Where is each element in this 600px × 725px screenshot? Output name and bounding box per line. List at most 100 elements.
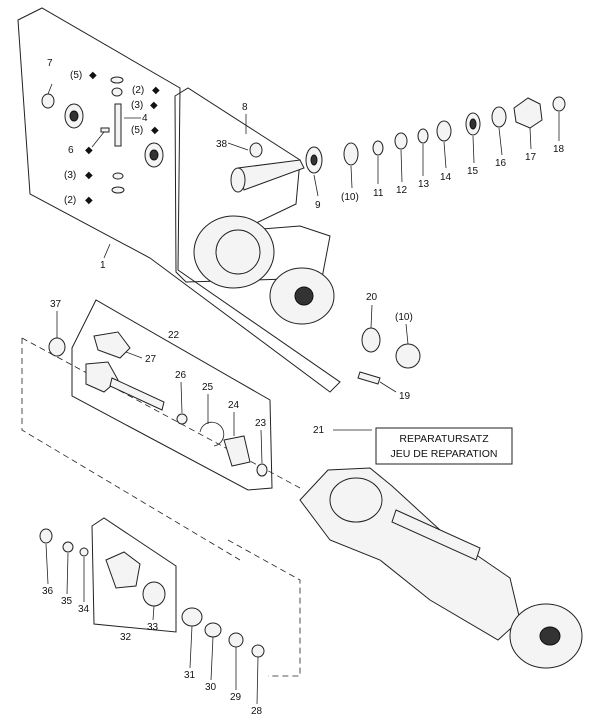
callout-18: 18 <box>553 144 565 155</box>
marker-diamond: ◆ <box>85 170 93 181</box>
washer-top <box>110 76 124 84</box>
callout-15: 15 <box>467 166 479 177</box>
seal-16 <box>491 106 507 128</box>
washer-bottom <box>112 172 124 180</box>
callout-6: 6 <box>68 145 74 156</box>
washer-35 <box>62 541 74 553</box>
callout-17: 17 <box>525 152 537 163</box>
sleeve-11 <box>372 140 384 156</box>
callout-19: 19 <box>399 391 411 402</box>
callout-22: 22 <box>168 330 180 341</box>
callout-14: 14 <box>440 172 452 183</box>
callout-25: 25 <box>202 382 214 393</box>
callout-11: 11 <box>373 188 384 199</box>
brake-disc-hub <box>539 626 561 646</box>
marker-diamond: ◆ <box>85 195 93 206</box>
joint-27 <box>93 331 131 359</box>
thrust-washer-7 <box>41 93 55 109</box>
callout-38: 38 <box>216 139 228 150</box>
group-frame-8 <box>174 87 331 283</box>
callout-labels: 7 (5) (2) (3) 4 (5) 6 (3) (2) 1 8 38 9 (… <box>42 58 565 717</box>
callout-8: 8 <box>242 102 248 113</box>
callout-4: 4 <box>142 113 148 124</box>
seal-37 <box>48 337 66 357</box>
callout-27: 27 <box>145 354 157 365</box>
boot-24 <box>223 435 251 467</box>
marker-diamond: ◆ <box>150 100 158 111</box>
callout-26: 26 <box>175 370 187 381</box>
callout-30: 30 <box>205 682 217 693</box>
callout-35: 35 <box>61 596 73 607</box>
bearing-12 <box>394 132 408 150</box>
callout-13: 13 <box>418 179 430 190</box>
leader-lines <box>45 83 560 705</box>
drive-shaft <box>109 377 165 411</box>
repair-kit-label-fr: JEU DE REPARATION <box>391 448 498 460</box>
callout-31: 31 <box>184 670 196 681</box>
group-frame-22 <box>71 299 273 491</box>
marker-diamond: ◆ <box>151 125 159 136</box>
group-frame-32 <box>91 517 177 633</box>
dashed-guide-mid <box>21 338 241 561</box>
axle-beam <box>391 509 481 561</box>
callout-5b: (5) <box>131 125 143 136</box>
shim-38 <box>249 142 263 158</box>
callout-20: 20 <box>366 292 378 303</box>
bearing-20 <box>361 327 381 353</box>
diff-case-inner <box>294 286 314 306</box>
pinion-shaft <box>237 159 305 191</box>
callout-36: 36 <box>42 586 54 597</box>
bearing-9-inner <box>310 154 318 166</box>
ring-34 <box>79 547 89 557</box>
flange-17 <box>513 97 543 129</box>
callout-37: 37 <box>50 299 62 310</box>
callout-7: 7 <box>47 58 53 69</box>
race-31 <box>181 607 203 627</box>
callout-12: 12 <box>396 185 408 196</box>
ring-13 <box>417 128 429 144</box>
repair-kit-label-de: REPARATURSATZ <box>399 433 489 445</box>
callout-2b: (2) <box>64 195 76 206</box>
diamond-markers: ◆ ◆ ◆ ◆ ◆ ◆ ◆ <box>85 70 160 206</box>
callout-10a: (10) <box>341 192 359 203</box>
washer-bottom-2 <box>111 186 125 194</box>
clamp-23 <box>256 463 268 477</box>
nut-36 <box>39 528 53 544</box>
callout-23: 23 <box>255 418 267 429</box>
callout-3a: (3) <box>131 100 143 111</box>
dashed-guide-upper <box>21 337 301 489</box>
callout-33: 33 <box>147 622 159 633</box>
callout-34: 34 <box>78 604 90 615</box>
ring-14 <box>436 120 452 142</box>
nut-18 <box>552 96 566 112</box>
race-10 <box>343 142 359 166</box>
callout-3b: (3) <box>64 170 76 181</box>
bearing-29 <box>228 632 244 648</box>
pin-6 <box>100 127 110 133</box>
dashed-guide-lower <box>227 539 301 677</box>
ring-28 <box>251 644 265 658</box>
side-gear-hub <box>69 110 79 122</box>
callout-10b: (10) <box>395 312 413 323</box>
ring-26 <box>176 413 188 425</box>
seal-30 <box>204 622 222 638</box>
callout-24: 24 <box>228 400 240 411</box>
race-10-lower <box>395 343 421 369</box>
callout-5a: (5) <box>70 70 82 81</box>
marker-diamond: ◆ <box>89 70 97 81</box>
callout-16: 16 <box>495 158 507 169</box>
pinion-head <box>230 167 246 193</box>
planet-gear-hub <box>149 149 159 161</box>
repair-kit-box <box>375 427 513 465</box>
hub-flange <box>105 551 141 589</box>
callout-29: 29 <box>230 692 242 703</box>
marker-diamond: ◆ <box>152 85 160 96</box>
callout-28: 28 <box>251 706 263 717</box>
axle-diff-housing <box>329 477 383 523</box>
washer-top-2 <box>111 87 123 97</box>
group-frame-1 <box>17 7 341 393</box>
ring-gear-inner <box>215 229 261 275</box>
seal-15-inner <box>469 118 477 130</box>
